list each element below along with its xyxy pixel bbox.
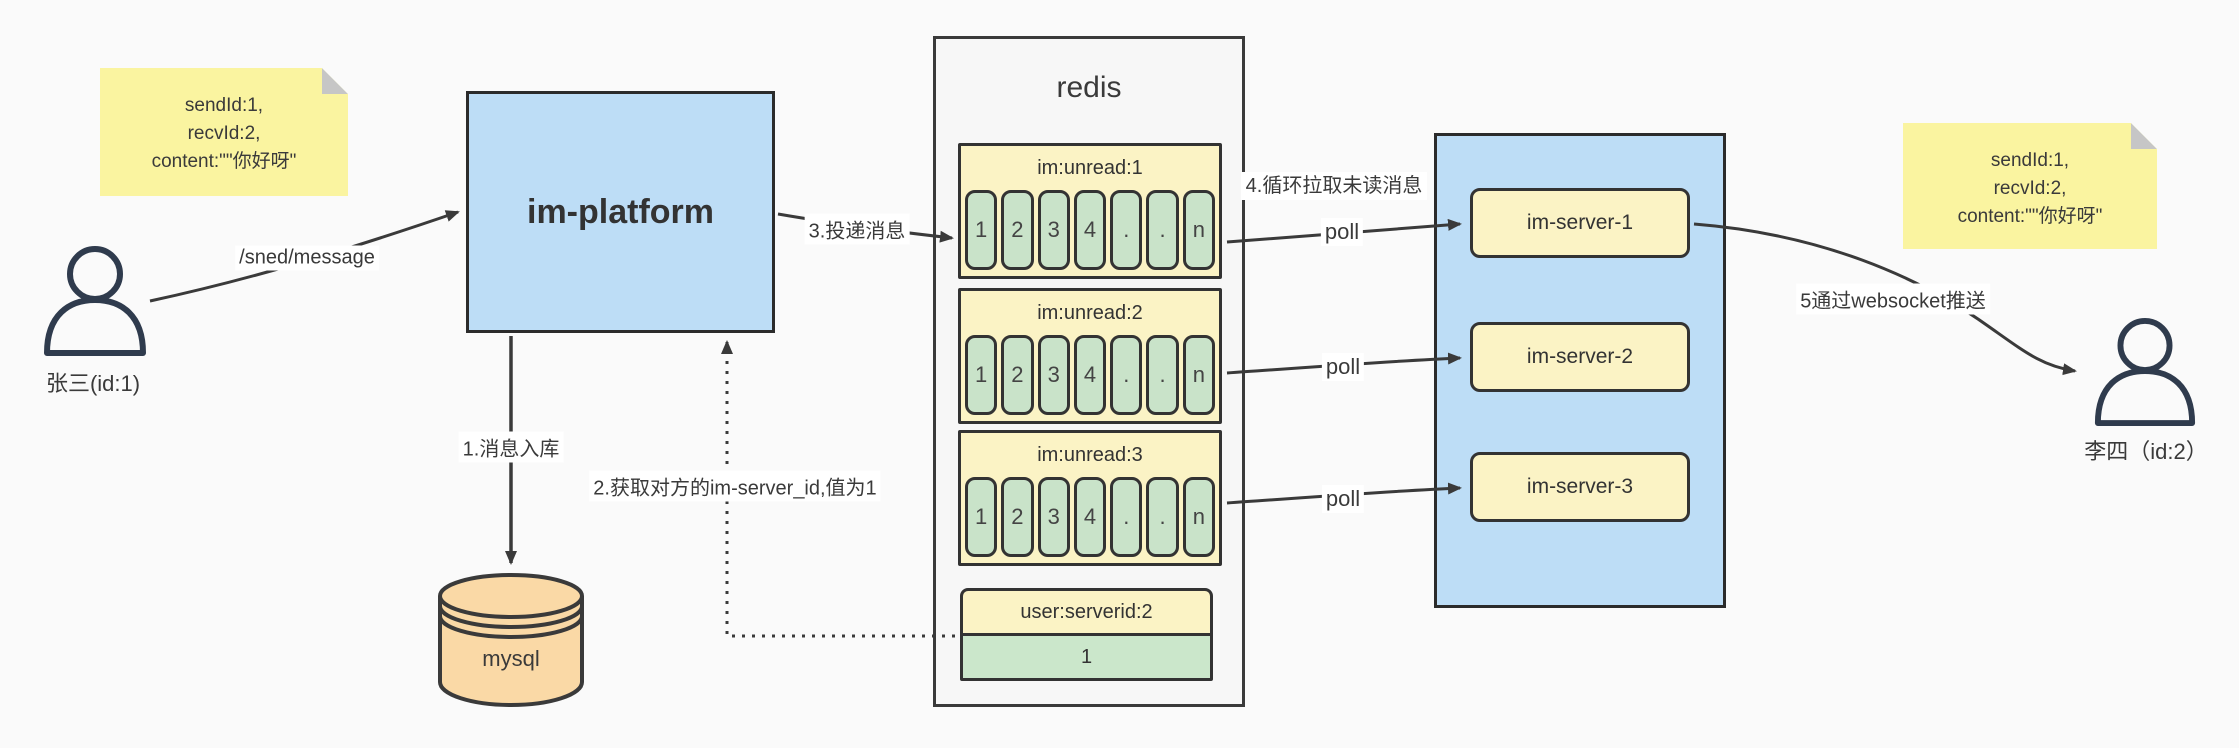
queue-cell: 2 — [1001, 335, 1034, 415]
queue-cell: . — [1146, 335, 1179, 415]
user-icon — [2094, 318, 2196, 426]
folded-corner-cut — [2131, 123, 2157, 149]
unread-list-3: im:unread:3 1 2 3 4 . . n — [958, 430, 1222, 566]
mysql-label: mysql — [482, 646, 540, 671]
redis-container: redis im:unread:1 1 2 3 4 . . n im:unrea… — [933, 36, 1245, 707]
redis-title: redis — [1056, 71, 1122, 104]
queue-cell: n — [1182, 477, 1215, 557]
im-server-2-node: im-server-2 — [1470, 322, 1690, 392]
im-server-3-node: im-server-3 — [1470, 452, 1690, 522]
user-icon — [44, 246, 146, 356]
im-platform-node: im-platform — [466, 91, 775, 333]
note-right-text: sendId:1, recvId:2, content:""你好呀" — [1903, 123, 2157, 231]
queue-cells: 1 2 3 4 . . n — [961, 335, 1219, 421]
label-step4: 4.循环拉取未读消息 — [1241, 172, 1427, 200]
label-step5: 5通过websocket推送 — [1796, 283, 1990, 315]
im-server-1-node: im-server-1 — [1470, 188, 1690, 258]
queue-cell: . — [1110, 190, 1143, 270]
user-serverid-box: user:serverid:2 1 — [960, 588, 1213, 681]
im-server-cluster: im-server-1 im-server-2 im-server-3 — [1434, 133, 1726, 608]
queue-cell: 3 — [1037, 335, 1070, 415]
unread-list-1: im:unread:1 1 2 3 4 . . n — [958, 143, 1222, 279]
queue-cell: 4 — [1073, 190, 1107, 270]
note-line: recvId:2, — [187, 123, 261, 144]
sticky-note-right: sendId:1, recvId:2, content:""你好呀" — [1903, 123, 2157, 249]
note-line: sendId:1, — [184, 95, 264, 116]
queue-cell: 1 — [965, 335, 998, 415]
queue-cell: . — [1110, 477, 1143, 557]
receiver-label: 李四（id:2） — [2084, 439, 2208, 464]
label-step2: 2.获取对方的im-server_id,值为1 — [589, 470, 881, 502]
queue-cell: 1 — [965, 477, 998, 557]
user-serverid-value: 1 — [963, 636, 1210, 678]
unread-list-2: im:unread:2 1 2 3 4 . . n — [958, 288, 1222, 424]
label-poll-1: poll — [1320, 218, 1364, 246]
queue-cell: 3 — [1037, 477, 1070, 557]
queue-cell: 2 — [1001, 477, 1034, 557]
sticky-note-left: sendId:1, recvId:2, content:""你好呀" — [100, 68, 348, 196]
note-line: content:""你好呀" — [151, 151, 297, 172]
queue-cell: 4 — [1073, 477, 1107, 557]
label-send-api: /sned/message — [235, 245, 379, 271]
im-platform-label: im-platform — [527, 192, 714, 231]
queue-cell: . — [1110, 335, 1143, 415]
note-line: content:""你好呀" — [1957, 206, 2103, 227]
label-poll-3: poll — [1321, 485, 1365, 513]
user-serverid-header: user:serverid:2 — [963, 591, 1210, 636]
queue-cell: n — [1182, 335, 1215, 415]
note-line: sendId:1, — [1990, 150, 2070, 171]
label-step1: 1.消息入库 — [458, 431, 564, 463]
queue-cell: 3 — [1037, 190, 1070, 270]
queue-cell: 4 — [1073, 335, 1107, 415]
queue-cell: 1 — [965, 190, 998, 270]
unread-list-header: im:unread:1 — [1037, 156, 1143, 179]
label-poll-2: poll — [1321, 353, 1365, 381]
mysql-database-icon — [438, 573, 584, 707]
sender-label: 张三(id:1) — [45, 371, 141, 396]
queue-cell: . — [1146, 190, 1179, 270]
label-step3: 3.投递消息 — [804, 213, 910, 245]
note-line: recvId:2, — [1993, 178, 2067, 199]
note-left-text: sendId:1, recvId:2, content:""你好呀" — [100, 68, 348, 176]
folded-corner-cut — [322, 68, 348, 94]
queue-cell: 2 — [1001, 190, 1034, 270]
queue-cell: . — [1146, 477, 1179, 557]
unread-list-header: im:unread:2 — [1037, 301, 1143, 324]
unread-list-header: im:unread:3 — [1037, 443, 1143, 466]
queue-cells: 1 2 3 4 . . n — [961, 190, 1219, 276]
queue-cells: 1 2 3 4 . . n — [961, 477, 1219, 563]
queue-cell: n — [1182, 190, 1215, 270]
